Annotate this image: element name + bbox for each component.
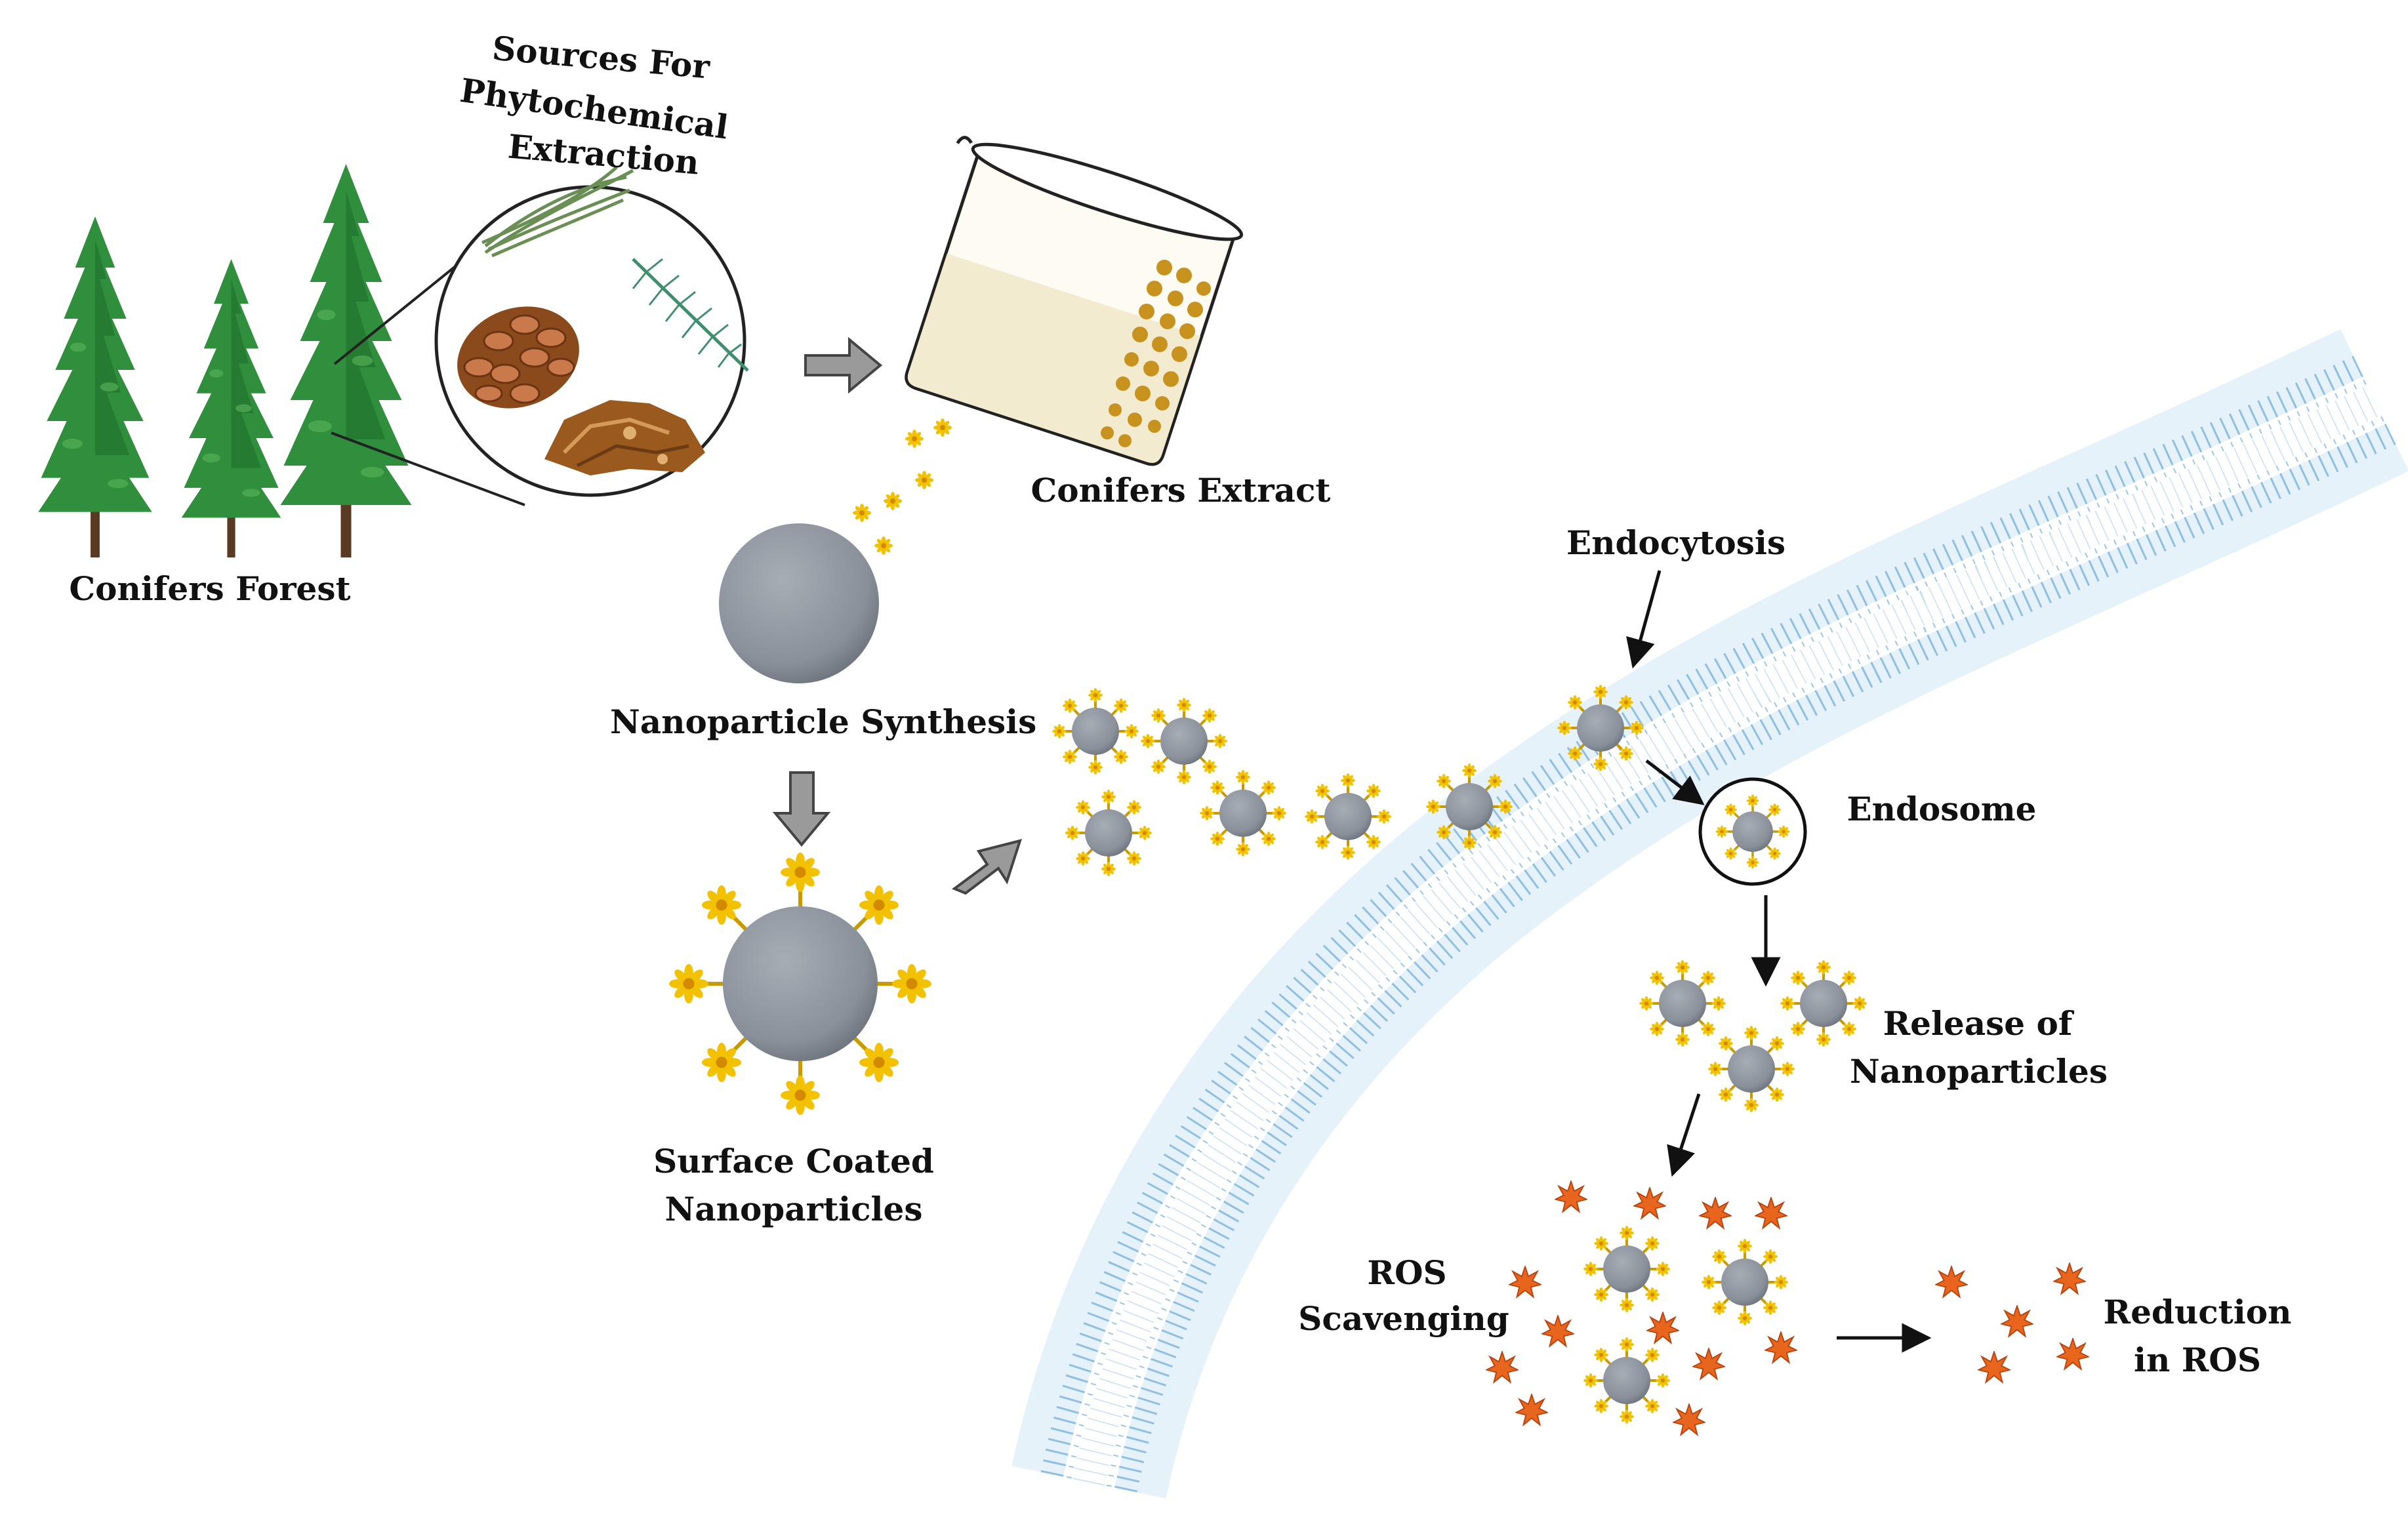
- extract-particles: [1101, 260, 1211, 447]
- reduction-label-line1: Reduction: [2103, 1293, 2292, 1331]
- reduced-ros: [1935, 1262, 2089, 1383]
- nanoparticle-synthesis-label: Nanoparticle Synthesis: [610, 702, 1037, 741]
- cell-membrane: [1011, 329, 2408, 1499]
- sources-circle: [434, 166, 749, 497]
- bark-icon: [544, 400, 705, 475]
- conifers-extract-label: Conifers Extract: [1031, 471, 1331, 510]
- release-label-line1: Release of: [1883, 1004, 2073, 1043]
- endosome-label: Endosome: [1847, 790, 2037, 828]
- surface-coated-label-line1: Surface Coated: [653, 1142, 934, 1180]
- process-arrow: [772, 771, 831, 847]
- conifers-forest: [38, 164, 412, 557]
- process-arrow: [951, 839, 1023, 895]
- entry-arrow: [1645, 759, 1705, 805]
- conifers-forest-label: Conifers Forest: [69, 569, 351, 608]
- falling-phytochemicals: [853, 418, 952, 555]
- nanoparticle-icon: [719, 523, 879, 683]
- ros-star-icon: [1555, 1180, 1587, 1213]
- release-label-line2: Nanoparticles: [1850, 1052, 2108, 1091]
- tree-icon: [181, 259, 281, 557]
- endosome: [1698, 777, 1807, 886]
- surface-coated-label-line2: Nanoparticles: [664, 1190, 923, 1228]
- beaker-icon: [905, 136, 1244, 466]
- endocytosis-label: Endocytosis: [1566, 523, 1786, 562]
- pine-cone-icon: [457, 306, 579, 409]
- reduction-label-line2: in ROS: [2134, 1341, 2261, 1379]
- endocytosis-arrow: [1626, 570, 1662, 669]
- tree-icon: [38, 216, 152, 557]
- ros-label-line1: ROS: [1367, 1253, 1447, 1292]
- zoom-line: [331, 432, 525, 506]
- process-arrow: [804, 336, 883, 394]
- tree-icon: [280, 164, 412, 557]
- released-nanoparticles: [1639, 960, 1867, 1112]
- scavenging-arrow: [1667, 1093, 1701, 1177]
- ros-label-line2: Scavenging: [1298, 1299, 1509, 1338]
- ros-scavenging-cluster: [1486, 1180, 1797, 1436]
- pine-needles-icon: [481, 166, 634, 258]
- surface-coated-nanoparticle: [669, 853, 931, 1115]
- spruce-twig-icon: [632, 258, 749, 372]
